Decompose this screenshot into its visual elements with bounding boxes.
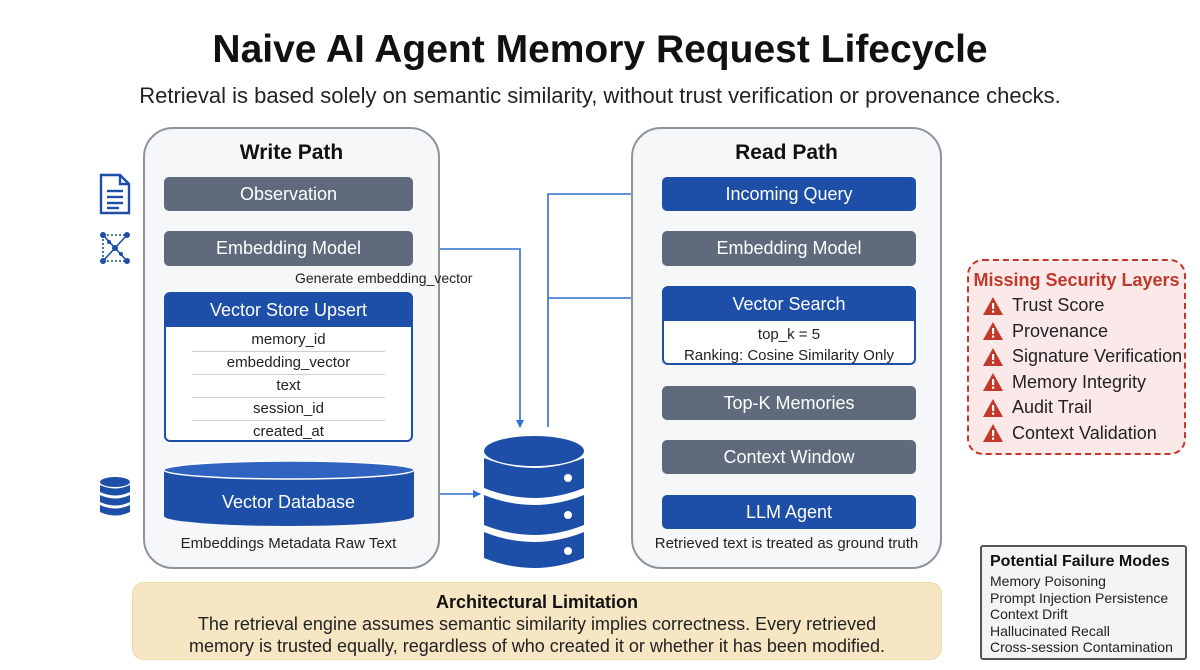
context-window-box: Context Window xyxy=(662,440,916,474)
warning-triangle-icon xyxy=(983,398,1003,417)
missing-item-label: Signature Verification xyxy=(1012,346,1183,367)
missing-item: Signature Verification xyxy=(982,344,1184,370)
vector-search-title: Vector Search xyxy=(664,288,914,321)
page-title: Naive AI Agent Memory Request Lifecycle xyxy=(212,28,988,71)
vector-store-upsert-title: Vector Store Upsert xyxy=(166,294,411,327)
vector-store-upsert-group: Vector Store Upsert memory_id embedding_… xyxy=(164,292,413,442)
database-icon xyxy=(100,477,130,516)
page-subtitle: Retrieval is based solely on semantic si… xyxy=(139,83,1061,108)
failure-mode-item: Cross-session Contamination xyxy=(990,639,1173,655)
failure-mode-item: Context Drift xyxy=(990,606,1068,622)
arrow-central-db-to-query xyxy=(547,190,659,427)
failure-mode-item: Prompt Injection Persistence xyxy=(990,589,1169,606)
architectural-limitation-panel: Architectural Limitation The retrieval e… xyxy=(132,582,942,660)
missing-item: Audit Trail xyxy=(982,395,1184,421)
scatter-network-icon xyxy=(100,232,130,264)
observation-box: Observation xyxy=(164,177,413,211)
top-k-setting: top_k = 5 xyxy=(757,326,821,343)
architectural-limitation-line: The retrieval engine assumes semantic si… xyxy=(197,614,877,634)
missing-security-layers-panel: Missing Security Layers Trust Score Prov… xyxy=(967,259,1186,455)
field-text: text xyxy=(192,375,385,398)
vector-database-cylinder xyxy=(163,460,415,526)
warning-triangle-icon xyxy=(983,424,1003,443)
field-created-at: created_at xyxy=(253,423,324,440)
read-path-caption: Retrieved text is treated as ground trut… xyxy=(654,535,919,552)
missing-item: Trust Score xyxy=(982,293,1184,319)
write-path-title: Write Path xyxy=(239,141,344,164)
missing-item-label: Context Validation xyxy=(1012,422,1157,443)
read-path-title: Read Path xyxy=(735,141,838,164)
warning-triangle-icon xyxy=(983,322,1003,341)
missing-item: Provenance xyxy=(982,319,1184,345)
missing-item-label: Trust Score xyxy=(1012,295,1105,316)
failure-mode-item: Hallucinated Recall xyxy=(990,622,1110,639)
vector-database-caption: Embeddings Metadata Raw Text xyxy=(180,535,397,552)
missing-item: Context Validation xyxy=(982,421,1184,447)
arrow-embedding-to-central-db xyxy=(414,248,524,428)
generate-embedding-label: Generate embedding_vector xyxy=(295,270,473,286)
field-session-id: session_id xyxy=(192,398,385,421)
failure-modes-panel: Potential Failure Modes Memory Poisoning… xyxy=(980,545,1187,660)
failure-mode-item: Memory Poisoning xyxy=(990,573,1106,589)
vector-database-label: Vector Database xyxy=(221,492,356,512)
warning-triangle-icon xyxy=(983,373,1003,392)
incoming-query-box: Incoming Query xyxy=(662,177,916,211)
document-icon xyxy=(99,173,131,215)
missing-item-label: Memory Integrity xyxy=(1012,371,1147,392)
missing-item: Memory Integrity xyxy=(982,370,1184,396)
missing-item-label: Provenance xyxy=(1012,320,1109,341)
warning-triangle-icon xyxy=(983,296,1003,315)
central-database-icon xyxy=(484,436,584,568)
top-k-memories-box: Top-K Memories xyxy=(662,386,916,420)
field-embedding-vector: embedding_vector xyxy=(192,352,385,375)
field-memory-id: memory_id xyxy=(192,329,385,352)
llm-agent-box: LLM Agent xyxy=(662,495,916,529)
architectural-limitation-title: Architectural Limitation xyxy=(435,592,639,612)
write-embedding-model-box: Embedding Model xyxy=(164,231,413,266)
missing-item-label: Audit Trail xyxy=(1012,397,1093,418)
warning-triangle-icon xyxy=(983,347,1003,366)
missing-security-layers-title: Missing Security Layers xyxy=(973,270,1180,290)
ranking-setting: Ranking: Cosine Similarity Only xyxy=(683,347,895,364)
vector-search-group: Vector Search top_k = 5 Ranking: Cosine … xyxy=(662,286,916,365)
read-embedding-model-box: Embedding Model xyxy=(662,231,916,266)
failure-modes-title: Potential Failure Modes xyxy=(990,553,1170,570)
architectural-limitation-line: memory is trusted equally, regardless of… xyxy=(188,636,885,656)
